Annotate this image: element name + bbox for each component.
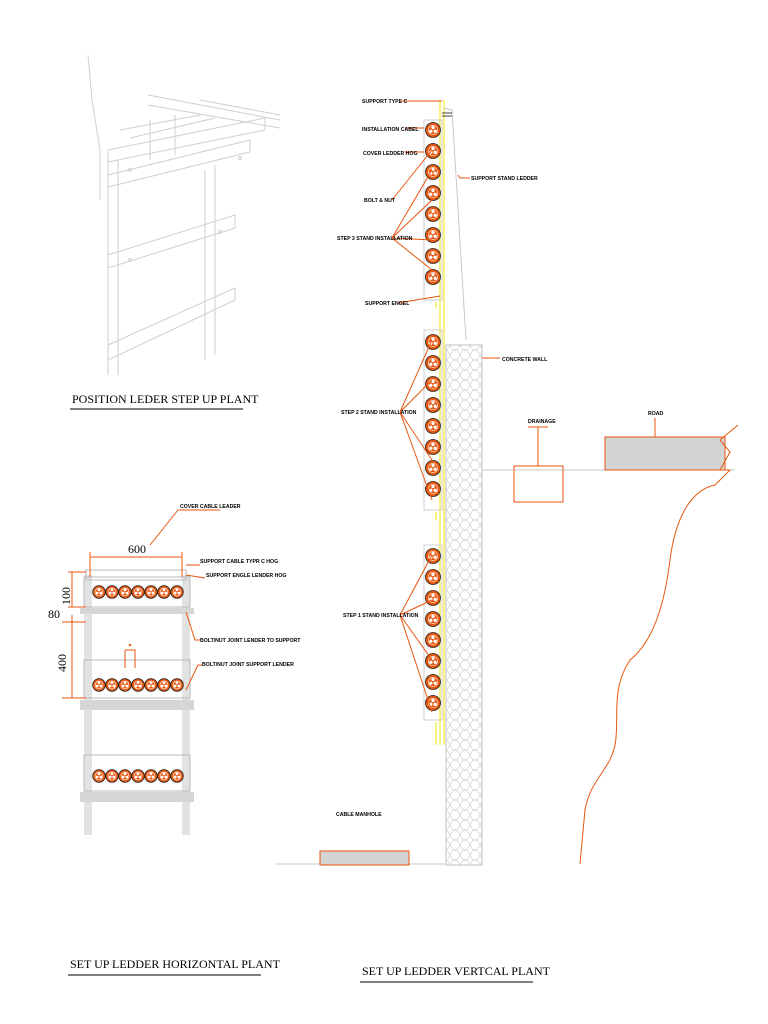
cable-icon	[118, 585, 132, 599]
cable-icon	[131, 585, 145, 599]
dim-400: 400	[55, 654, 69, 672]
cable-icon	[425, 590, 441, 606]
label-concrete-wall: CONCRETE WALL	[502, 357, 548, 363]
label-step-1: STEP 1 STAND INSTALLATION	[343, 613, 419, 619]
cable-icon	[157, 769, 171, 783]
cable-icon	[118, 678, 132, 692]
cable-icon	[425, 122, 441, 138]
road-slab	[604, 436, 726, 471]
stand-step-1	[423, 544, 443, 721]
cable-icon	[425, 674, 441, 690]
stand-step-2	[423, 329, 443, 511]
cable-icon	[131, 769, 145, 783]
cable-icon	[92, 678, 106, 692]
cable-icon	[144, 678, 158, 692]
support-bar-2	[80, 700, 194, 710]
label-support-cable-c: SUPPORT CABLE TYPR C HOG	[200, 559, 278, 565]
cable-column-1	[425, 548, 441, 711]
label-cover-cable-leader: COVER CABLE LEADER	[180, 504, 241, 510]
label-installation-cabel: INSTALLATION CABEL	[362, 127, 419, 133]
horizontal-leaders	[149, 509, 220, 691]
cable-icon	[144, 769, 158, 783]
cable-icon	[92, 585, 106, 599]
cable-icon	[425, 248, 441, 264]
cable-icon	[425, 611, 441, 627]
horizontal-ledder	[80, 569, 194, 835]
label-step-3: STEP 3 STAND INSTALLATION	[337, 236, 413, 242]
dim-100: 100	[59, 587, 73, 605]
cable-icon	[144, 585, 158, 599]
soil-outline	[579, 439, 732, 865]
position-sketch	[87, 54, 281, 375]
cable-icon	[425, 418, 441, 434]
cable-icon	[92, 769, 106, 783]
cable-row-2	[92, 678, 184, 692]
label-support-type-c: SUPPORT TYPE C	[362, 99, 408, 105]
tray-3	[83, 754, 191, 792]
horizontal-title: SET UP LEDDER HORIZONTAL PLANT	[70, 957, 281, 971]
drainage-box	[513, 465, 564, 503]
cable-row-1	[92, 585, 184, 599]
cable-icon	[425, 143, 441, 159]
cable-icon	[170, 585, 184, 599]
cable-icon	[157, 678, 171, 692]
label-road: ROAD	[648, 411, 664, 417]
cable-icon	[425, 632, 441, 648]
label-support-stand: SUPPORT STAND LEDDER	[471, 176, 538, 182]
concrete-wall	[445, 344, 483, 866]
label-cover-ledder: COVER LEDDER HOG	[363, 151, 417, 157]
cable-icon	[425, 185, 441, 201]
cable-row-3	[92, 769, 184, 783]
cable-icon	[425, 334, 441, 350]
label-bolt-nut: BOLT & NUT	[364, 198, 396, 204]
cable-manhole	[319, 850, 410, 866]
cable-icon	[170, 678, 184, 692]
cable-icon	[425, 376, 441, 392]
vertical-ledder	[275, 100, 739, 866]
cable-icon	[425, 439, 441, 455]
cable-icon	[170, 769, 184, 783]
label-bolt-joint-ledder: BOLT/NUT JOINT SUPPORT LENDER	[202, 662, 294, 668]
support-bar-1	[80, 608, 194, 614]
label-step-2: STEP 2 STAND INSTALLATION	[341, 410, 417, 416]
vertical-leaders	[391, 100, 656, 713]
cable-icon	[105, 678, 119, 692]
cable-icon	[425, 653, 441, 669]
cable-icon	[425, 397, 441, 413]
cable-icon	[425, 227, 441, 243]
dimensions	[62, 552, 183, 699]
cable-icon	[131, 678, 145, 692]
cable-icon	[425, 460, 441, 476]
cable-icon	[157, 585, 171, 599]
cable-icon	[425, 695, 441, 711]
cable-icon	[425, 206, 441, 222]
dim-80: 80	[48, 607, 60, 621]
cable-icon	[118, 769, 132, 783]
label-support-engle: SUPPORT ENGLE LENDER HOG	[206, 573, 286, 579]
label-support-engel: SUPPORT ENGEL	[365, 301, 410, 307]
tray-2	[83, 659, 191, 699]
label-cable-manhole: CABLE MANHOLE	[336, 812, 382, 818]
dim-600: 600	[128, 542, 146, 556]
label-drainage: DRAINAGE	[528, 419, 556, 425]
stand-step-3	[423, 119, 443, 301]
cable-column-2	[425, 334, 441, 497]
vertical-title: SET UP LEDDER VERTCAL PLANT	[362, 964, 551, 978]
tray-1	[83, 576, 191, 608]
position-title: POSITION LEDER STEP UP PLANT	[72, 392, 259, 406]
support-bar-3	[80, 792, 194, 802]
cable-icon	[425, 569, 441, 585]
cover-cable-leader	[85, 569, 187, 581]
cable-icon	[425, 269, 441, 285]
cable-icon	[105, 585, 119, 599]
cable-column-3	[425, 122, 441, 285]
label-bolt-joint-support: BOLT/NUT JOINT LENDER TO SUPPORT	[200, 638, 301, 644]
cable-icon	[425, 548, 441, 564]
cable-icon	[105, 769, 119, 783]
cable-icon	[425, 355, 441, 371]
